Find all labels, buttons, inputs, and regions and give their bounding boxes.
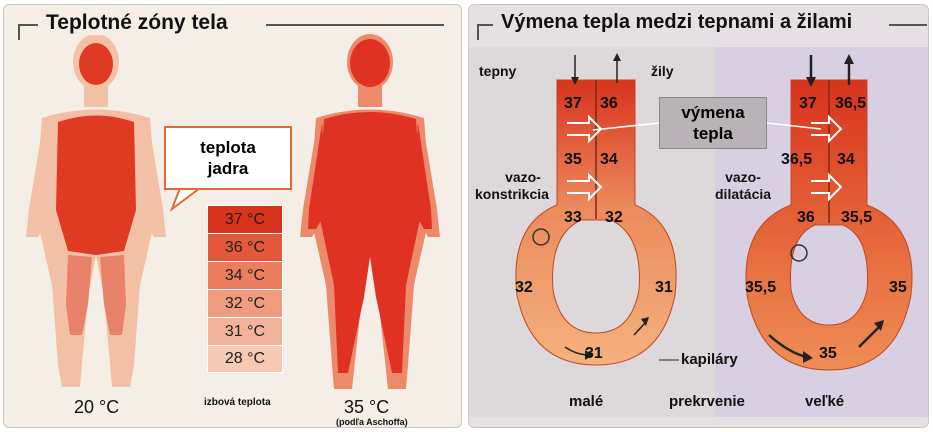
capillaries-label: kapiláry: [681, 351, 738, 368]
panel-title-zones: Teplotné zóny tela: [38, 11, 236, 35]
loop-bottom-temp: 31: [585, 345, 603, 363]
vein-temp-1: 36: [600, 95, 618, 113]
callout-line-1: teplota: [166, 137, 290, 158]
scale-step: 32 °C: [207, 289, 283, 317]
loop-bottom-temp: 35: [819, 345, 837, 363]
vessel-loop-large: [746, 54, 912, 370]
artery-temp-2: 36,5: [781, 151, 812, 169]
vasocon-line-2: konstrikcia: [475, 186, 549, 203]
exchange-line-2: tepla: [660, 123, 766, 144]
ambient-temp-20: 20 °C: [74, 397, 119, 418]
heat-exchange-box: výmena tepla: [659, 97, 767, 149]
perfusion-small: malé: [569, 393, 603, 410]
vein-temp-1: 36,5: [835, 95, 866, 113]
panel-title-exchange: Výmena tepla medzi tepnami a žilami: [493, 11, 860, 34]
temperature-scale: 37 °C 36 °C 34 °C 32 °C 31 °C 28 °C: [207, 205, 283, 373]
vasodilatation-label: vazo- dilatácia: [715, 169, 771, 203]
vein-temp-3: 35,5: [841, 209, 872, 227]
arteries-label: tepny: [479, 63, 516, 79]
loop-right-temp: 31: [655, 279, 673, 297]
ambient-temp-35: 35 °C: [344, 397, 389, 418]
loop-left-temp: 35,5: [745, 279, 776, 297]
veins-label: žily: [651, 63, 674, 79]
callout-pointer: [172, 188, 200, 209]
scale-step: 34 °C: [207, 261, 283, 289]
room-temp-label: izbová teplota: [204, 397, 271, 408]
scale-step: 36 °C: [207, 233, 283, 261]
vasoconstriction-label: vazo- konstrikcia: [497, 169, 549, 203]
vessel-loop-small: [516, 53, 676, 365]
perfusion-large: veľké: [805, 393, 844, 410]
scale-step: 37 °C: [207, 205, 283, 233]
source-note: (podľa Aschoffa): [336, 417, 408, 427]
scale-step: 31 °C: [207, 317, 283, 345]
body-temperature-zones-panel: Teplotné zóny tela: [3, 4, 462, 428]
vasodil-line-1: vazo-: [715, 169, 771, 186]
core-temperature-callout: teplota jadra: [164, 126, 292, 190]
artery-temp-3: 36: [797, 209, 815, 227]
artery-temp-3: 33: [564, 209, 582, 227]
scale-step: 28 °C: [207, 345, 283, 373]
exchange-line-1: výmena: [660, 102, 766, 123]
body-figure-20c: [26, 34, 166, 387]
vein-temp-2: 34: [837, 151, 855, 169]
artery-temp-1: 37: [564, 95, 582, 113]
vasodil-line-2: dilatácia: [715, 186, 771, 203]
callout-line-2: jadra: [166, 158, 290, 179]
vasocon-line-1: vazo-: [497, 169, 549, 186]
artery-temp-1: 37: [799, 95, 817, 113]
body-figure-35c: [300, 34, 440, 389]
perfusion-label: prekrvenie: [669, 393, 745, 410]
loop-left-temp: 32: [515, 279, 533, 297]
artery-temp-2: 35: [564, 151, 582, 169]
vein-temp-2: 34: [600, 151, 618, 169]
vein-temp-3: 32: [605, 209, 623, 227]
heat-exchange-panel: Výmena tepla medzi tepnami a žilami: [468, 4, 929, 428]
loop-right-temp: 35: [889, 279, 907, 297]
